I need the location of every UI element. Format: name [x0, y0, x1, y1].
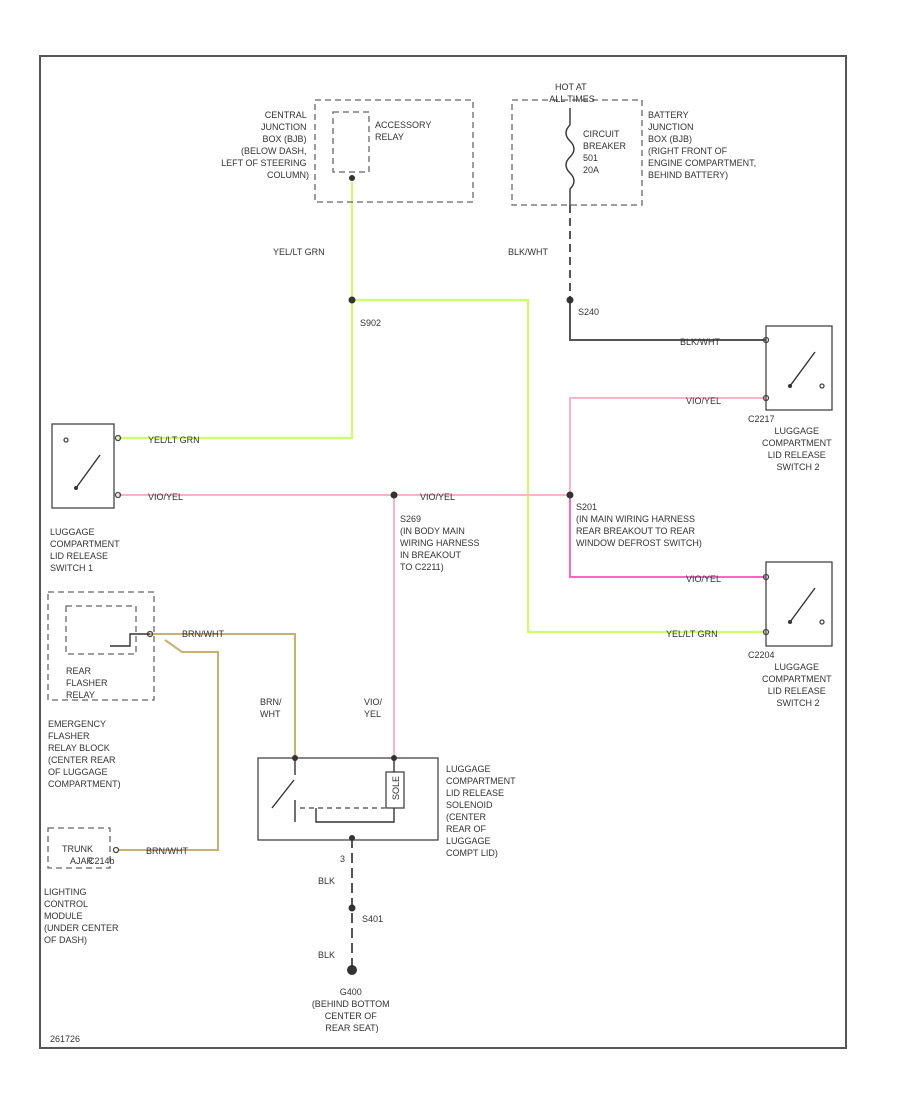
splice-s201 — [566, 491, 574, 499]
switch2-top-pin1 — [762, 336, 770, 344]
wire-label-blk-upper: BLK — [318, 876, 335, 886]
switch1-blade — [75, 454, 101, 489]
switch1: YEL/LT GRN VIO/YEL LUGGAGE COMPARTMENT L… — [50, 423, 200, 573]
accessory-relay-name: ACCESSORY RELAY — [375, 120, 434, 142]
solenoid-name: LUGGAGE COMPARTMENT LID RELEASE SOLENOID… — [446, 764, 518, 858]
splice-s240 — [566, 296, 574, 304]
wire-label-blk-wht-sw2: BLK/WHT — [680, 337, 721, 347]
switch2-bottom-contact-b — [819, 619, 825, 625]
switch2-top-name: LUGGAGE COMPARTMENT LID RELEASE SWITCH 2 — [762, 426, 834, 472]
battery-junction-box-location: BATTERY JUNCTION BOX (BJB) (RIGHT FRONT … — [648, 110, 759, 180]
ground-g400-symbol — [347, 965, 357, 975]
connector-c2204: C2204 — [748, 650, 775, 660]
wire-label-yel-grn-c2204: YEL/LT GRN — [666, 629, 718, 639]
wire-label-blk-lower: BLK — [318, 950, 335, 960]
switch2-bottom-body — [765, 561, 833, 647]
switch2-bottom-blade — [789, 587, 816, 623]
pin-number-3: 3 — [340, 854, 345, 864]
switch2-bottom-name: LUGGAGE COMPARTMENT LID RELEASE SWITCH 2 — [762, 662, 834, 708]
battery-junction-box-outline — [511, 99, 643, 206]
splice-s240-label: S240 — [578, 307, 599, 317]
switch2-bottom: VIO/YEL YEL/LT GRN C2204 LUGGAGE COMPART… — [666, 561, 834, 708]
switch2-top: BLK/WHT VIO/YEL C2217 LUGGAGE COMPARTMEN… — [680, 325, 834, 472]
circuit-breaker-label: CIRCUIT BREAKER 501 20A — [583, 129, 629, 175]
switch2-top-body — [765, 325, 833, 411]
accessory-relay-outline — [332, 111, 370, 173]
wire-label-vio-yel-c2204: VIO/YEL — [686, 574, 721, 584]
flasher-relay-block-outline — [47, 591, 155, 701]
lcm-pin — [112, 846, 120, 854]
splice-s902-label: S902 — [360, 318, 381, 328]
wire-label-brn-wht-solenoid: BRN/ WHT — [260, 697, 284, 719]
wire-brn-wht-flasher — [150, 633, 296, 758]
switch1-pin1 — [114, 434, 122, 442]
wire-blk-wht-switch2 — [569, 300, 766, 341]
circuit-breaker-symbol — [565, 124, 575, 190]
solenoid-switch-blade — [271, 779, 295, 809]
solenoid-pin-ground — [349, 835, 355, 841]
wire-yel-grn-switch2 — [352, 298, 766, 634]
wire-label-vio-yel-mid: VIO/YEL — [420, 492, 455, 502]
wire-yel-grn-switch1 — [118, 300, 354, 440]
lcm-location: LIGHTING CONTROL MODULE (UNDER CENTER OF… — [44, 887, 121, 945]
hot-at-all-times-label: HOT AT ALL TIMES — [549, 82, 595, 104]
wire-label-vio-yel-solenoid: VIO/ YEL — [364, 697, 385, 719]
central-junction-box-outline — [314, 99, 474, 203]
rear-flasher-relay: BRN/WHT REAR FLASHER RELAY EMERGENCY FLA… — [47, 591, 224, 789]
accessory-relay-block: CENTRAL JUNCTION BOX (BJB) (BELOW DASH, … — [221, 99, 474, 203]
battery-junction-box: HOT AT ALL TIMES CIRCUIT BREAKER 501 20A… — [511, 82, 759, 206]
flasher-relay-outline — [65, 605, 137, 655]
ground-g400-label: G400 (BEHIND BOTTOM CENTER OF REAR SEAT) — [312, 987, 392, 1033]
flasher-relay-location: EMERGENCY FLASHER RELAY BLOCK (CENTER RE… — [48, 719, 121, 789]
flasher-relay-internal — [110, 633, 150, 647]
splice-s401-label: S401 — [362, 914, 383, 924]
flasher-relay-name: REAR FLASHER RELAY — [66, 666, 110, 700]
lcm-connector: C214b — [88, 856, 115, 866]
splice-s201-label: S201 (IN MAIN WIRING HARNESS REAR BREAKO… — [576, 502, 702, 548]
lcm-outline — [47, 827, 111, 869]
splice-s269-label: S269 (IN BODY MAIN WIRING HARNESS IN BRE… — [400, 514, 482, 572]
switch1-body — [51, 423, 115, 509]
solenoid-coil — [385, 771, 405, 809]
wire-brn-wht-lcm — [118, 639, 219, 851]
relay-terminal — [349, 175, 355, 181]
splice-s269 — [390, 491, 398, 499]
switch1-contact-a — [63, 437, 69, 443]
lid-release-solenoid: SOLE LUGGAGE COMPARTMENT LID RELEASE SOL… — [257, 755, 518, 858]
connector-c2217: C2217 — [748, 414, 775, 424]
solenoid-body — [257, 757, 439, 841]
switch2-top-pin2 — [762, 394, 770, 402]
wire-label-brn-wht-lcm: BRN/WHT — [146, 846, 188, 856]
wire-label-brn-wht-flasher: BRN/WHT — [182, 629, 224, 639]
switch2-top-contact-b — [819, 383, 825, 389]
splice-s902 — [348, 296, 356, 304]
wire-label-yel-grn-top: YEL/LT GRN — [273, 247, 325, 257]
wire-vio-yel-c2217 — [569, 397, 766, 495]
wire-label-blk-wht-top: BLK/WHT — [508, 247, 549, 257]
diagram-frame — [39, 55, 847, 1049]
switch2-top-blade — [789, 351, 816, 387]
switch2-bottom-pin2 — [762, 628, 770, 636]
diagram-code: 261726 — [50, 1034, 80, 1044]
splice-s401 — [348, 904, 356, 912]
switch1-pin2 — [114, 491, 122, 499]
ground-circuit: 3 BLK S401 BLK G400 (BEHIND BOTTOM CENTE… — [312, 854, 392, 1033]
wire-label-yel-grn-sw1: YEL/LT GRN — [148, 435, 200, 445]
switch2-bottom-pin1 — [762, 573, 770, 581]
lcm-trunk-ajar: TRUNK AJAR — [62, 844, 96, 866]
solenoid-coil-return — [315, 808, 395, 823]
solenoid-coil-label: SOLE — [391, 776, 401, 800]
wire-vio-yel-c2204 — [569, 495, 766, 578]
accessory-relay-location: CENTRAL JUNCTION BOX (BJB) (BELOW DASH, … — [221, 110, 309, 180]
switch1-name: LUGGAGE COMPARTMENT LID RELEASE SWITCH 1 — [50, 527, 122, 573]
lighting-control-module: TRUNK AJAR C214b BRN/WHT LIGHTING CONTRO… — [44, 827, 188, 945]
wire-network — [118, 182, 766, 968]
wire-label-vio-yel-sw1: VIO/YEL — [148, 492, 183, 502]
wire-label-vio-yel-c2217: VIO/YEL — [686, 396, 721, 406]
